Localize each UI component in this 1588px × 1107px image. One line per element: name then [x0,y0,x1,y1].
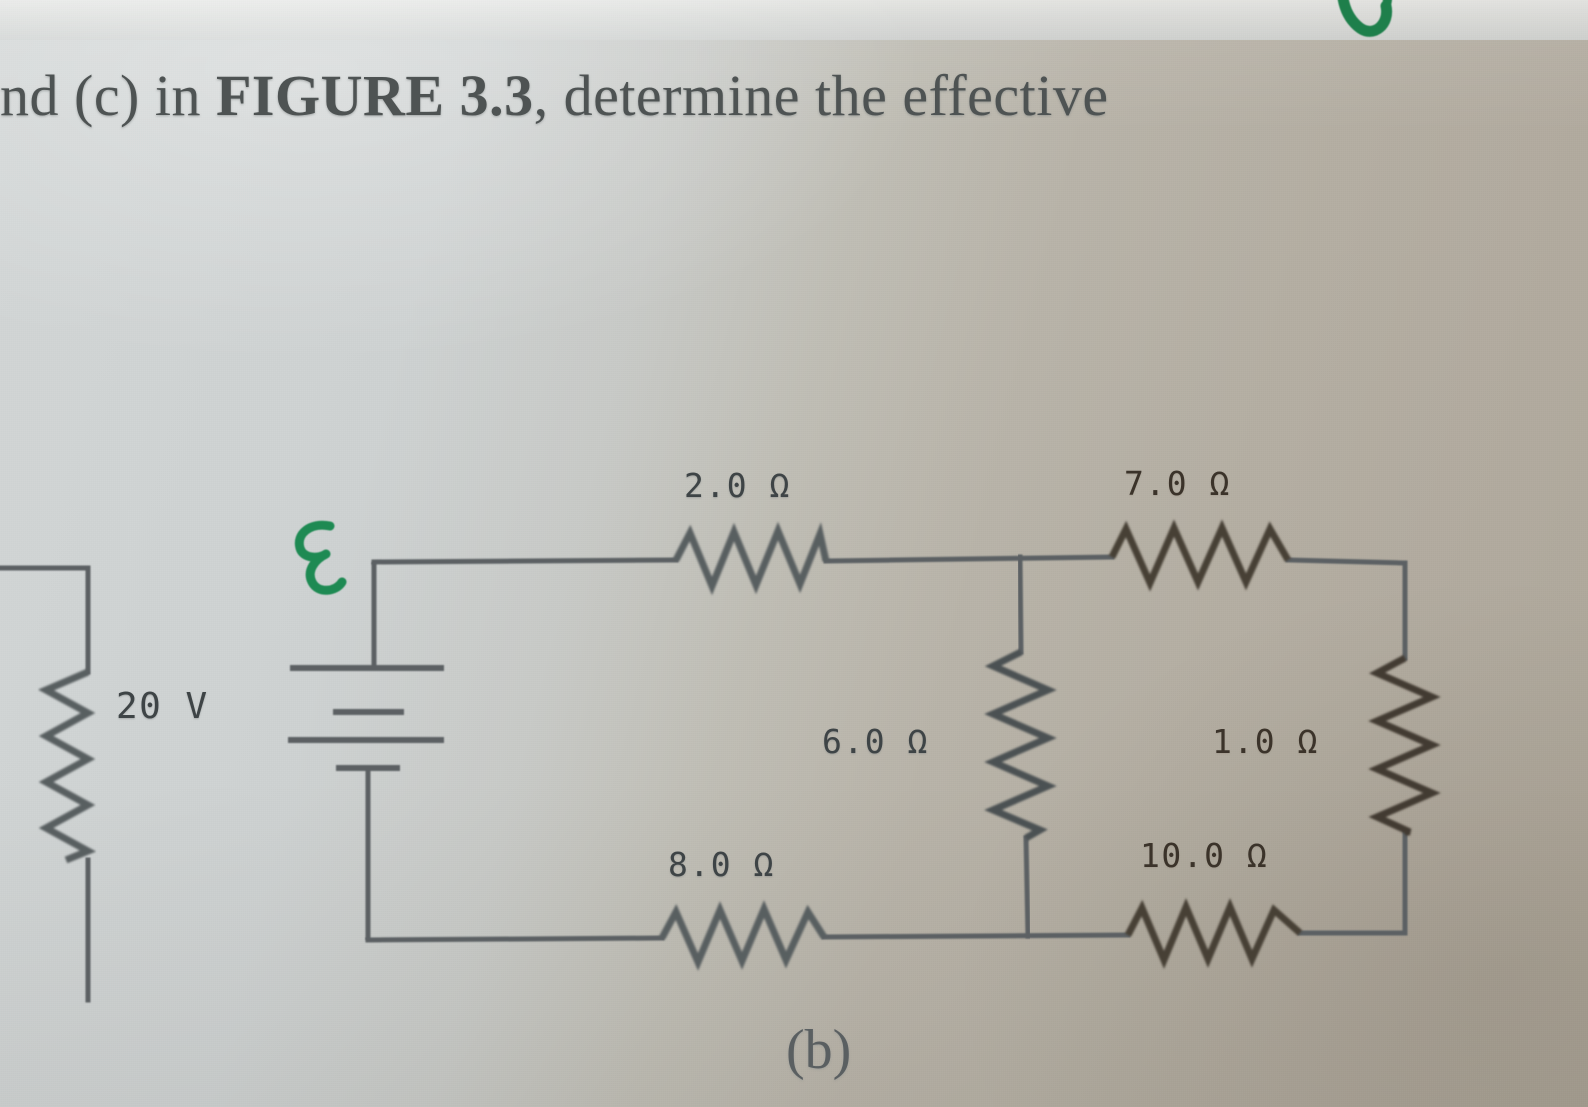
resistor-zigzag-2ohm [672,521,830,596]
resistor-label-1ohm: 1.0 Ω [1212,722,1319,761]
resistor-zigzag-8ohm [658,900,827,971]
resistor-label-10ohm: 10.0 Ω [1140,836,1269,875]
resistor-label-6ohm: 6.0 Ω [822,722,929,761]
resistor-zigzag-7ohm [1108,519,1292,592]
resistor-zigzag-left-partial [38,668,97,864]
voltage-label-20v: 20 V [116,686,209,727]
figure-reference: FIGURE 3.3 [216,63,534,128]
resistor-label-2ohm: 2.0 Ω [684,466,791,505]
header-text-after: , determine the effective [533,63,1109,128]
resistor-zigzag-10ohm [1124,897,1303,970]
problem-statement-text: nd (c) in FIGURE 3.3, determine the effe… [0,56,1588,136]
resistor-label-7ohm: 7.0 Ω [1124,464,1231,503]
paper-top-edge [0,0,1588,40]
resistor-zigzag-1ohm [1368,654,1441,836]
handwritten-mark-top-partial [1337,0,1393,37]
middle-rung-wires [1017,554,1031,939]
header-text-before: nd (c) in [0,63,216,128]
cropped-left-figure-fragment [0,565,91,1003]
resistor-label-8ohm: 8.0 Ω [668,845,775,884]
figure-subcaption: (b) [786,1019,852,1081]
handwritten-epsilon-annotation [294,520,347,595]
circuit-wires [365,554,1408,943]
resistor-zigzag-6ohm [984,648,1057,842]
battery-symbol [288,562,444,940]
